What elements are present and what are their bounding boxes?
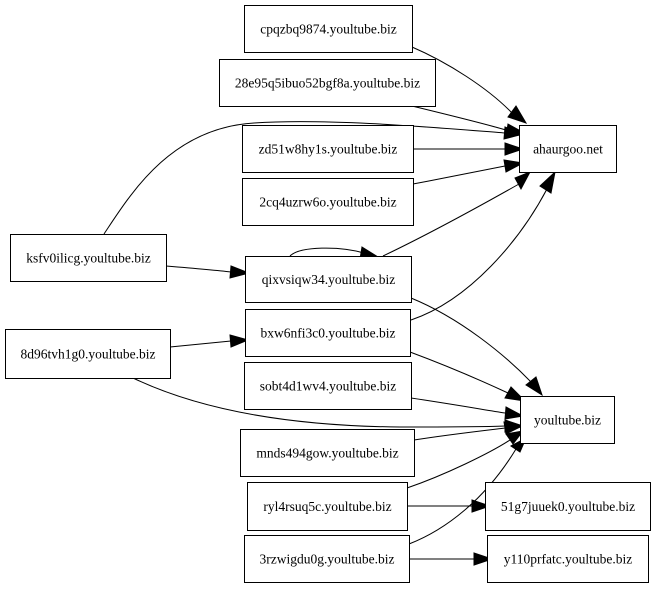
node-sobt4d1wv4: sobt4d1wv4.youltube.biz [244, 362, 412, 410]
node-label: bxw6nfi3c0.youltube.biz [261, 326, 396, 341]
arrowhead-icon [514, 171, 532, 191]
node-box [240, 429, 415, 477]
edge-mnds494gow-to-youltube [413, 421, 524, 441]
edge-cpqzbq9874-to-ahaurgoo [411, 46, 528, 124]
edge-n3rzwigdu0g-to-y110prfatc [408, 552, 494, 566]
edge-line [103, 121, 506, 235]
node-ahaurgoo: ahaurgoo.net [519, 125, 617, 173]
edge-bxw6nfi3c0-to-ahaurgoo [410, 170, 556, 321]
edge-ksfv0ilicg-to-ahaurgoo [103, 121, 525, 235]
arrowhead-icon [229, 265, 251, 279]
node-cpqzbq9874: cpqzbq9874.youltube.biz [244, 5, 413, 53]
node-label: 3rzwigdu0g.youltube.biz [260, 552, 395, 567]
node-box [485, 482, 651, 531]
node-box [244, 5, 413, 53]
arrowhead-icon [539, 170, 556, 194]
node-label: qixvsiqw34.youltube.biz [262, 272, 396, 287]
edge-line [408, 448, 517, 545]
node-n8d96tvh1g0: 8d96tvh1g0.youltube.biz [5, 329, 171, 379]
node-box [10, 234, 167, 282]
edge-line [411, 105, 507, 131]
node-y110prfatc: y110prfatc.youltube.biz [487, 535, 649, 583]
node-box [242, 178, 414, 226]
node-label: y110prfatc.youltube.biz [504, 552, 632, 567]
node-zd51w8hy1s: zd51w8hy1s.youltube.biz [242, 125, 414, 173]
node-label: youltube.biz [534, 413, 601, 428]
edge-n2cq4uzrw6o-to-ahaurgoo [412, 159, 525, 185]
node-n28e95: 28e95q5ibuo52bgf8a.youltube.biz [219, 59, 436, 107]
arrowhead-icon [507, 105, 528, 124]
node-ryl4rsuq5c: ryl4rsuq5c.youltube.biz [247, 482, 408, 531]
arrowhead-icon [525, 376, 543, 397]
node-box [519, 125, 617, 173]
arrowhead-icon [504, 406, 525, 420]
node-label: zd51w8hy1s.youltube.biz [259, 142, 398, 157]
edge-sobt4d1wv4-to-youltube [410, 397, 525, 420]
edge-n8d96tvh1g0-to-bxw6nfi3c0 [169, 334, 250, 348]
edge-line [411, 46, 513, 114]
arrowhead-icon [505, 430, 525, 445]
edge-line [410, 188, 548, 321]
node-box [244, 535, 410, 583]
arrowhead-icon [503, 159, 525, 173]
node-box [242, 125, 414, 173]
node-n2cq4uzrw6o: 2cq4uzrw6o.youltube.biz [242, 178, 414, 226]
arrowhead-icon [503, 126, 525, 140]
edge-line [289, 247, 365, 257]
node-n51g7juuek0: 51g7juuek0.youltube.biz [485, 482, 651, 531]
edge-qixvsiqw34-to-youltube [410, 297, 543, 397]
node-label: 28e95q5ibuo52bgf8a.youltube.biz [235, 76, 420, 91]
edge-line [382, 183, 520, 257]
edge-line [410, 397, 506, 414]
edge-ryl4rsuq5c-to-n51g7juuek0 [407, 499, 492, 513]
edge-ryl4rsuq5c-to-youltube [406, 430, 525, 489]
node-box [245, 256, 412, 303]
edge-zd51w8hy1s-to-ahaurgoo [412, 142, 525, 156]
node-label: ksfv0ilicg.youltube.biz [26, 251, 150, 266]
node-qixvsiqw34: qixvsiqw34.youltube.biz [245, 256, 412, 303]
node-bxw6nfi3c0: bxw6nfi3c0.youltube.biz [245, 309, 411, 357]
edge-line [165, 265, 232, 273]
arrowhead-icon [229, 334, 250, 348]
node-n3rzwigdu0g: 3rzwigdu0g.youltube.biz [244, 535, 410, 583]
node-label: 51g7juuek0.youltube.biz [501, 499, 635, 514]
node-youltube: youltube.biz [520, 396, 615, 444]
node-label: mnds494gow.youltube.biz [256, 446, 398, 461]
edge-line [413, 427, 506, 441]
edge-line [132, 377, 506, 428]
node-mnds494gow: mnds494gow.youltube.biz [240, 429, 415, 477]
arrowhead-icon [503, 421, 524, 435]
edge-line [409, 351, 509, 394]
node-ksfv0ilicg: ksfv0ilicg.youltube.biz [10, 234, 167, 282]
node-box [219, 59, 436, 107]
edge-line [410, 297, 532, 383]
node-box [244, 362, 412, 410]
node-box [5, 329, 171, 379]
node-label: ahaurgoo.net [533, 142, 603, 157]
node-label: ryl4rsuq5c.youltube.biz [263, 499, 391, 514]
node-label: cpqzbq9874.youltube.biz [260, 22, 396, 37]
edge-ksfv0ilicg-to-qixvsiqw34 [165, 265, 251, 279]
nodes-layer: cpqzbq9874.youltube.biz 28e95q5ibuo52bgf8… [5, 5, 651, 583]
edge-line [169, 340, 232, 348]
node-box [245, 309, 411, 357]
node-label: 2cq4uzrw6o.youltube.biz [259, 195, 396, 210]
edge-qixvsiqw34-to-ahaurgoo [382, 171, 532, 257]
node-box [520, 396, 615, 444]
arrowhead-icon [473, 552, 494, 566]
edge-line [412, 165, 506, 185]
node-label: 8d96tvh1g0.youltube.biz [21, 347, 156, 362]
edge-line [406, 439, 511, 489]
arrowhead-icon [504, 142, 525, 156]
arrowhead-icon [471, 499, 492, 513]
node-box [487, 535, 649, 583]
node-box [247, 482, 408, 531]
node-label: sobt4d1wv4.youltube.biz [260, 379, 397, 394]
